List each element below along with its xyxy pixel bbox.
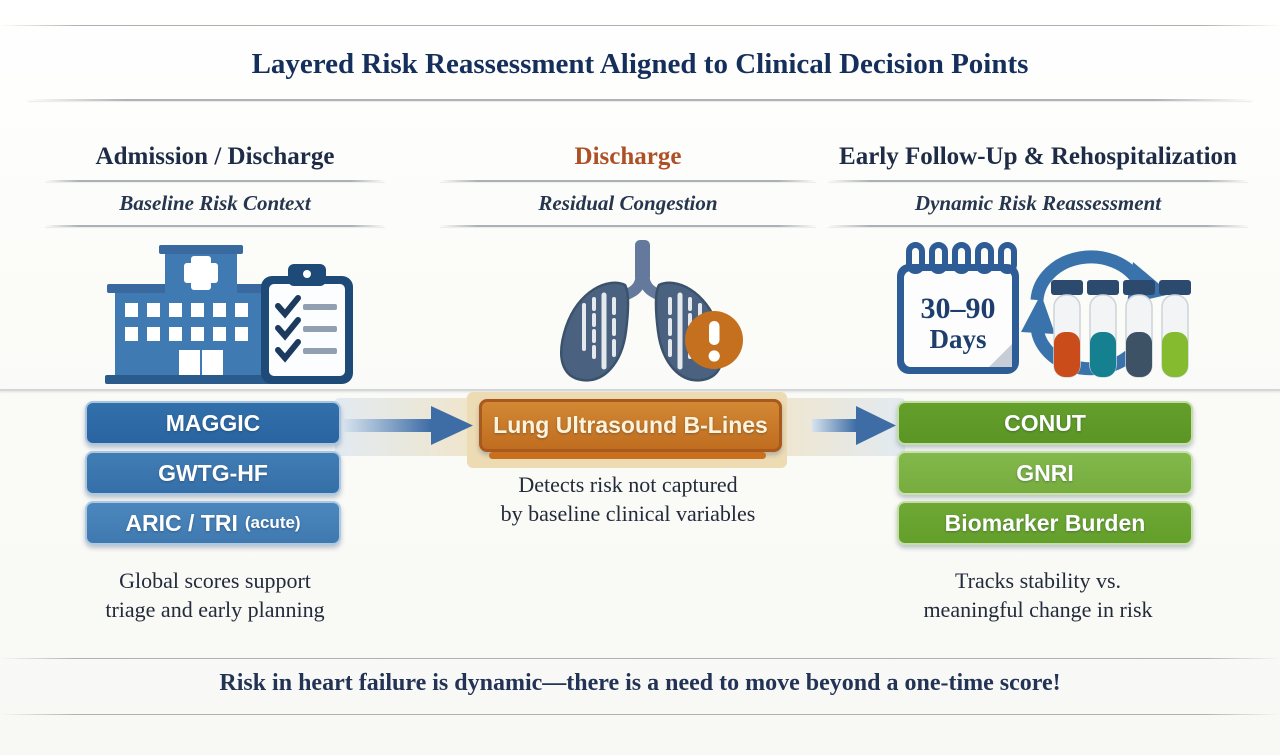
- calendar-unit-label: Days: [929, 324, 986, 354]
- description-line: Global scores support: [119, 568, 311, 593]
- column-subtitle: Residual Congestion: [538, 191, 718, 215]
- pill-label: ARIC / TRI: [125, 509, 238, 536]
- alert-icon: [685, 311, 743, 369]
- pill-gwtg-hf: GWTG-HF: [85, 451, 341, 495]
- pill-label: Biomarker Burden: [944, 509, 1146, 536]
- pill-label-suffix: (acute): [244, 513, 301, 532]
- pill-label: CONUT: [1004, 409, 1086, 436]
- column-subtitle: Baseline Risk Context: [119, 191, 311, 215]
- description-followup: Tracks stability vs. meaningful change i…: [828, 566, 1248, 624]
- lungs-alert-icon: [560, 240, 743, 382]
- arrow-right-icon: [343, 406, 473, 445]
- footer-message: Risk in heart failure is dynamic—there i…: [219, 670, 1061, 696]
- column-title: Discharge: [574, 143, 682, 170]
- hospital-icon: [105, 245, 295, 384]
- header-underline: [828, 180, 1248, 182]
- column-title: Admission / Discharge: [95, 143, 335, 170]
- clipboard-icon: [261, 264, 353, 384]
- calendar-icon: 30–90 Days: [897, 242, 1019, 374]
- description-line: triage and early planning: [105, 597, 325, 622]
- top-divider: [0, 25, 1280, 26]
- arrow-right-icon: [812, 406, 896, 445]
- calendar-cycle-labs-icon: 30–90 Days: [897, 242, 1191, 378]
- column-header-followup: Early Follow-Up & Rehospitalization Dyna…: [828, 143, 1248, 227]
- hospital-clipboard-icon: [105, 245, 353, 384]
- orange-pill-base: [489, 452, 766, 459]
- pill-maggic: MAGGIC: [85, 401, 341, 445]
- pill-label: MAGGIC: [165, 409, 261, 436]
- footer-top-divider: [0, 658, 1280, 659]
- pill-label: Lung Ultrasound B-Lines: [493, 412, 768, 438]
- description-admission: Global scores support triage and early p…: [45, 566, 385, 624]
- pill-biomarker-burden: Biomarker Burden: [897, 501, 1193, 545]
- pill-aric-tri: ARIC / TRI (acute): [85, 501, 341, 545]
- description-line: by baseline clinical variables: [500, 501, 756, 526]
- subtitle-underline: [828, 225, 1248, 227]
- section-divider: [0, 389, 1280, 391]
- pill-lung-ultrasound-b-lines: Lung Ultrasound B-Lines: [479, 399, 782, 452]
- subtitle-underline: [440, 225, 816, 227]
- description-line: Tracks stability vs.: [954, 568, 1122, 593]
- column-header-discharge: Discharge Residual Congestion: [440, 143, 816, 227]
- subtitle-underline: [45, 225, 385, 227]
- title-divider: [28, 99, 1252, 101]
- page-title: Layered Risk Reassessment Aligned to Cli…: [251, 48, 1029, 80]
- description-discharge: Detects risk not captured by baseline cl…: [440, 470, 816, 528]
- description-line: Detects risk not captured: [518, 472, 738, 497]
- column-title: Early Follow-Up & Rehospitalization: [839, 143, 1237, 170]
- description-line: meaningful change in risk: [923, 597, 1153, 622]
- test-tubes-icon: [1051, 280, 1191, 378]
- column-subtitle: Dynamic Risk Reassessment: [914, 191, 1162, 215]
- pill-label: GNRI: [1016, 459, 1074, 486]
- calendar-range-label: 30–90: [921, 292, 996, 325]
- header-underline: [440, 180, 816, 182]
- column-header-admission: Admission / Discharge Baseline Risk Cont…: [45, 143, 385, 227]
- pill-conut: CONUT: [897, 401, 1193, 445]
- pill-label: GWTG-HF: [158, 459, 268, 486]
- header-underline: [45, 180, 385, 182]
- footer-bottom-divider: [0, 714, 1280, 715]
- pill-gnri: GNRI: [897, 451, 1193, 495]
